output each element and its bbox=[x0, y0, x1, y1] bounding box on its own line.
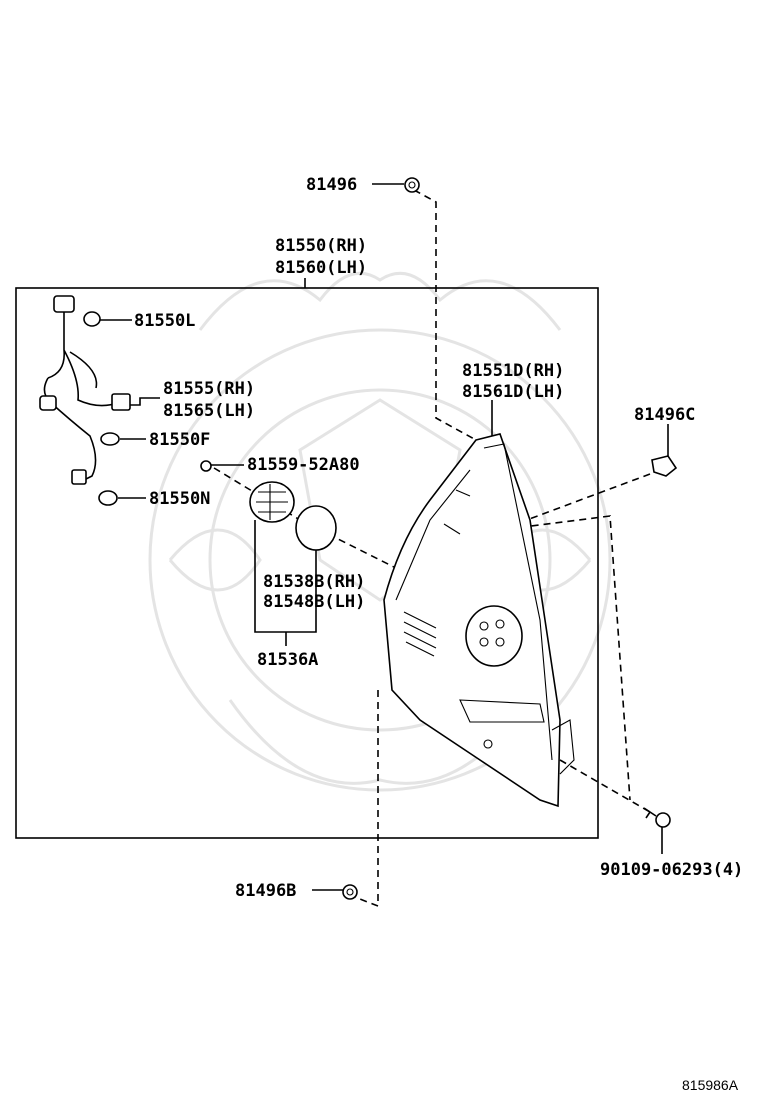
label-socket-a: 81536A bbox=[257, 650, 318, 670]
bulb-icons bbox=[83, 311, 120, 506]
diagram-code: 815986A bbox=[682, 1077, 739, 1093]
gasket-icon bbox=[295, 505, 337, 551]
label-lens-body-lh: 81561D(LH) bbox=[462, 382, 564, 402]
clip-icon-c bbox=[651, 455, 678, 477]
socket-icon bbox=[249, 481, 295, 523]
label-clip-c: 81496C bbox=[634, 405, 695, 425]
label-gasket-rh: 81538B(RH) bbox=[263, 572, 365, 592]
clip-icon-top bbox=[404, 177, 420, 193]
clip-icon-b bbox=[342, 884, 358, 900]
label-socket-wire-rh: 81555(RH) bbox=[163, 379, 255, 399]
small-screw-icon bbox=[200, 460, 212, 472]
label-clip-top: 81496 bbox=[306, 175, 357, 195]
label-bulb-n: 81550N bbox=[149, 489, 210, 509]
label-lamp-assy-lh: 81560(LH) bbox=[275, 258, 367, 278]
lens-body-icon bbox=[383, 433, 575, 808]
label-screw-small: 81559-52A80 bbox=[247, 455, 360, 475]
label-socket-wire-lh: 81565(LH) bbox=[163, 401, 255, 421]
wire-harness-icon bbox=[39, 295, 131, 485]
screw-icon bbox=[643, 807, 671, 828]
label-gasket-lh: 81548B(LH) bbox=[263, 592, 365, 612]
label-bulb-l: 81550L bbox=[134, 311, 195, 331]
leader-lines bbox=[98, 183, 669, 891]
assembly-box bbox=[15, 287, 599, 839]
label-clip-b: 81496B bbox=[235, 881, 296, 901]
label-screw-count: 90109-06293(4) bbox=[600, 860, 743, 880]
label-lens-body-rh: 81551D(RH) bbox=[462, 361, 564, 381]
label-lamp-assy-rh: 81550(RH) bbox=[275, 236, 367, 256]
label-bulb-f: 81550F bbox=[149, 430, 210, 450]
